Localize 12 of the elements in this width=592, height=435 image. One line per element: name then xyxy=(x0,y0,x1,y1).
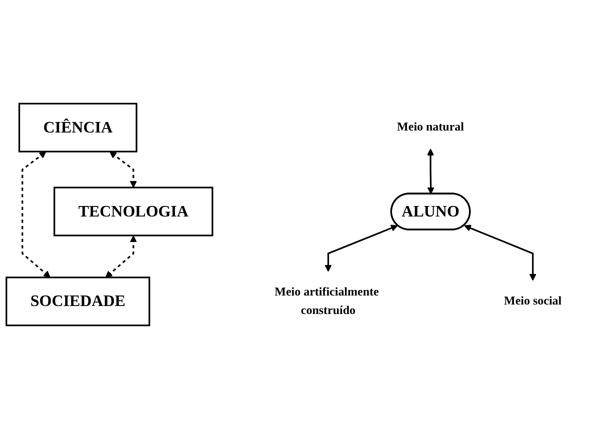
node-box: SOCIEDADE xyxy=(6,276,150,326)
arrow xyxy=(110,151,137,188)
arrow xyxy=(324,224,398,272)
arrow xyxy=(427,148,434,194)
node-text: Meio natural xyxy=(397,121,464,134)
arrow xyxy=(105,235,137,278)
node-text: Meio artificialmente construído xyxy=(274,286,379,317)
node-text: Meio social xyxy=(504,294,562,308)
arrow xyxy=(22,151,50,278)
arrow xyxy=(464,224,536,281)
node-box: CIÊNCIA xyxy=(18,102,138,152)
node-box: TECNOLOGIA xyxy=(54,186,214,236)
